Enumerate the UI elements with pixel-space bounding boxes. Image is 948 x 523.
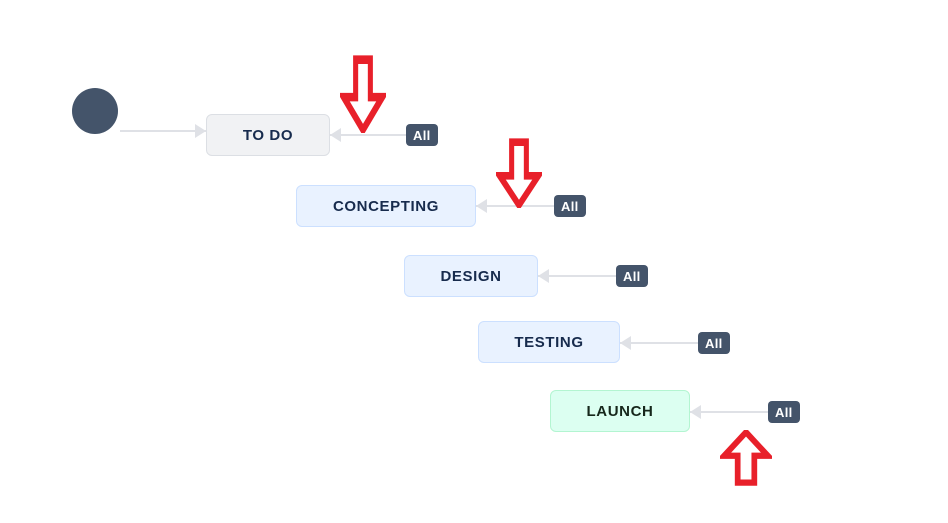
transition-connector-todo xyxy=(330,134,406,136)
transition-arrowhead-testing xyxy=(620,336,631,350)
transition-badge-todo[interactable]: All xyxy=(406,124,438,146)
arrow-down-outline-annotation-arrow-concepting xyxy=(493,138,545,211)
status-node-label-todo: TO DO xyxy=(242,126,294,144)
transition-arrowhead-todo xyxy=(330,128,341,142)
transition-badge-launch[interactable]: All xyxy=(768,401,800,423)
transition-connector-design xyxy=(538,275,616,277)
transition-arrowhead-concepting xyxy=(476,199,487,213)
arrow-up-outline-annotation-arrow-launch xyxy=(717,427,775,486)
status-node-design[interactable]: DESIGN xyxy=(404,255,538,297)
transition-badge-concepting[interactable]: All xyxy=(554,195,586,217)
arrow-down-outline-annotation-arrow-todo xyxy=(337,55,389,136)
transition-connector-launch xyxy=(690,411,768,413)
transition-connector-concepting xyxy=(476,205,554,207)
transition-connector-testing xyxy=(620,342,698,344)
status-node-testing[interactable]: TESTING xyxy=(478,321,620,363)
start-connector-arrowhead xyxy=(195,124,206,138)
transition-arrowhead-launch xyxy=(690,405,701,419)
status-node-concepting[interactable]: CONCEPTING xyxy=(296,185,476,227)
transition-arrowhead-design xyxy=(538,269,549,283)
status-node-label-launch: LAUNCH xyxy=(586,402,654,420)
status-node-todo[interactable]: TO DO xyxy=(206,114,330,156)
status-node-label-concepting: CONCEPTING xyxy=(332,197,439,215)
start-connector-line xyxy=(120,130,206,132)
transition-badge-design[interactable]: All xyxy=(616,265,648,287)
workflow-start-node[interactable] xyxy=(72,88,118,134)
transition-badge-testing[interactable]: All xyxy=(698,332,730,354)
status-node-launch[interactable]: LAUNCH xyxy=(550,390,690,432)
status-node-label-design: DESIGN xyxy=(440,267,502,285)
status-node-label-testing: TESTING xyxy=(514,333,584,351)
